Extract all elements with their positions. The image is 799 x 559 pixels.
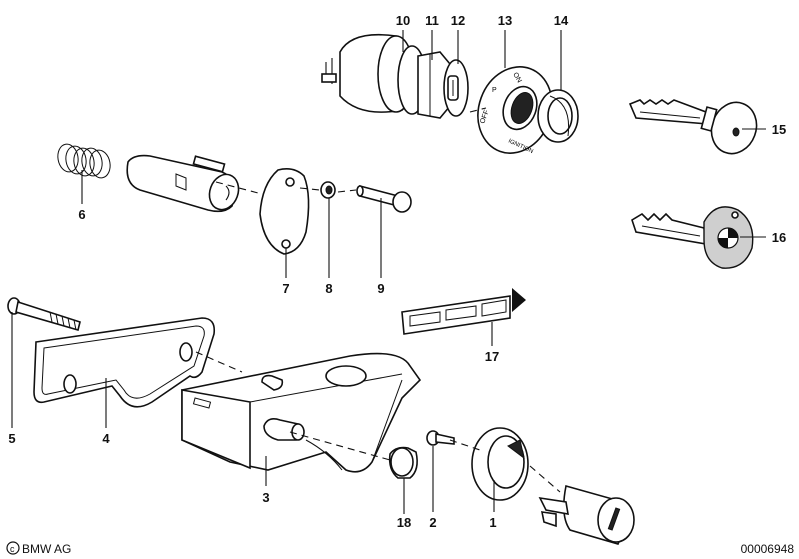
gasket-plate [259,168,310,255]
lock-barrel [538,484,635,545]
callout-14: 14 [554,13,569,28]
callout-5: 5 [8,431,15,446]
ring-collar [471,427,529,501]
callout-3: 3 [262,490,269,505]
bolt [7,297,81,331]
ring-label-on: ON [511,72,522,85]
footer: c BMW AG 00006948 [6,541,795,556]
ring-label-p: P [492,87,497,94]
assembly-lines [195,107,561,493]
callout-10: 10 [396,13,410,28]
image-number: 00006948 [741,542,795,556]
direction-label [401,288,526,335]
ignition-switch-body [321,33,469,119]
callout-8: 8 [325,281,332,296]
housing-bracket [181,352,422,473]
callout-16: 16 [772,230,786,245]
callout-13: 13 [498,13,512,28]
callout-17: 17 [485,349,499,364]
copyright-text: BMW AG [22,542,71,556]
pin [356,184,412,213]
callout-7: 7 [282,281,289,296]
callout-12: 12 [451,13,465,28]
callout-labels: 1 2 3 4 5 6 7 8 9 10 11 12 13 14 15 16 1… [8,13,786,530]
leader-lines [11,30,766,514]
callout-6: 6 [78,207,85,222]
callout-2: 2 [429,515,436,530]
copyright-icon [6,541,20,555]
callout-11: 11 [425,13,439,28]
key-with-logo [631,206,754,269]
callout-18: 18 [397,515,411,530]
lock-cylinder [126,154,240,213]
callout-15: 15 [772,122,786,137]
bezel-ring [537,89,579,143]
key-plain [628,99,758,155]
callout-9: 9 [377,281,384,296]
washer [320,181,336,199]
screw [426,430,455,446]
frame-bracket [33,317,216,408]
callout-1: 1 [489,515,496,530]
escutcheon-ring: P ON OFF IGNITION [477,66,553,155]
spring-set [57,143,111,179]
svg-text:c: c [10,544,15,554]
callout-4: 4 [102,431,110,446]
end-cap [388,446,418,479]
ring-label-off: OFF [479,109,490,125]
